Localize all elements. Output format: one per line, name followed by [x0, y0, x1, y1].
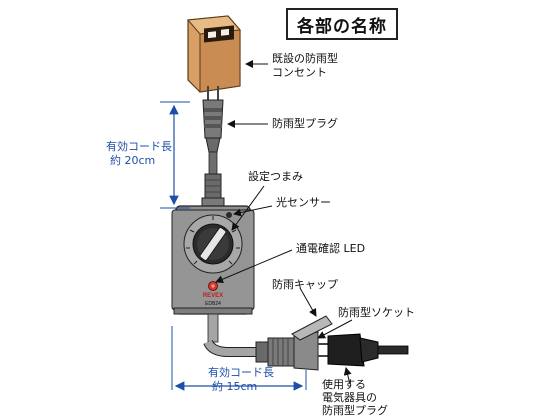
label-waterproof-socket: 防雨型ソケット	[338, 306, 415, 319]
label-existing-outlet-line2: コンセント	[272, 66, 327, 79]
waterproof-socket	[255, 331, 319, 371]
timer-device: REVEX EDB24	[171, 205, 255, 315]
output-cord	[203, 313, 258, 357]
label-cord-length-bottom: 有効コード長 約 15cm	[208, 366, 274, 394]
dimension-bottom	[171, 326, 307, 391]
waterproof-plug	[202, 86, 224, 153]
existing-outlet	[186, 15, 242, 93]
label-existing-outlet-line1: 既設の防雨型	[272, 52, 338, 65]
label-appliance-plug-line1: 使用する	[322, 378, 366, 391]
label-appliance-plug: 使用する 電気器具の 防雨型プラグ	[322, 378, 388, 417]
label-light-sensor: 光センサー	[276, 196, 331, 209]
label-power-led: 通電確認 LED	[296, 242, 366, 255]
label-appliance-plug-line3: 防雨型プラグ	[322, 404, 388, 417]
label-appliance-plug-line2: 電気器具の	[322, 391, 377, 404]
dimension-top	[160, 101, 190, 209]
leader-lines	[215, 60, 353, 385]
label-cord-length-top-line1: 有効コード長	[106, 140, 172, 153]
appliance-plug	[318, 333, 409, 367]
label-cord-length-bottom-line2: 約 15cm	[212, 380, 258, 393]
page-title: 各部の名称	[297, 16, 387, 37]
title-box: 各部の名称	[286, 8, 398, 40]
label-waterproof-plug: 防雨型プラグ	[272, 117, 338, 130]
rain-cap	[291, 315, 333, 341]
model-text: EDB24	[205, 301, 221, 307]
label-cord-length-top-line2: 約 20cm	[110, 154, 156, 167]
input-cord	[201, 151, 225, 209]
brand-text: REVEX	[203, 293, 223, 299]
label-existing-outlet: 既設の防雨型 コンセント	[272, 52, 338, 80]
label-setting-knob: 設定つまみ	[248, 170, 303, 183]
label-rain-cap: 防雨キャップ	[272, 278, 338, 291]
label-cord-length-bottom-line1: 有効コード長	[208, 366, 274, 379]
label-cord-length-top: 有効コード長 約 20cm	[106, 140, 172, 168]
